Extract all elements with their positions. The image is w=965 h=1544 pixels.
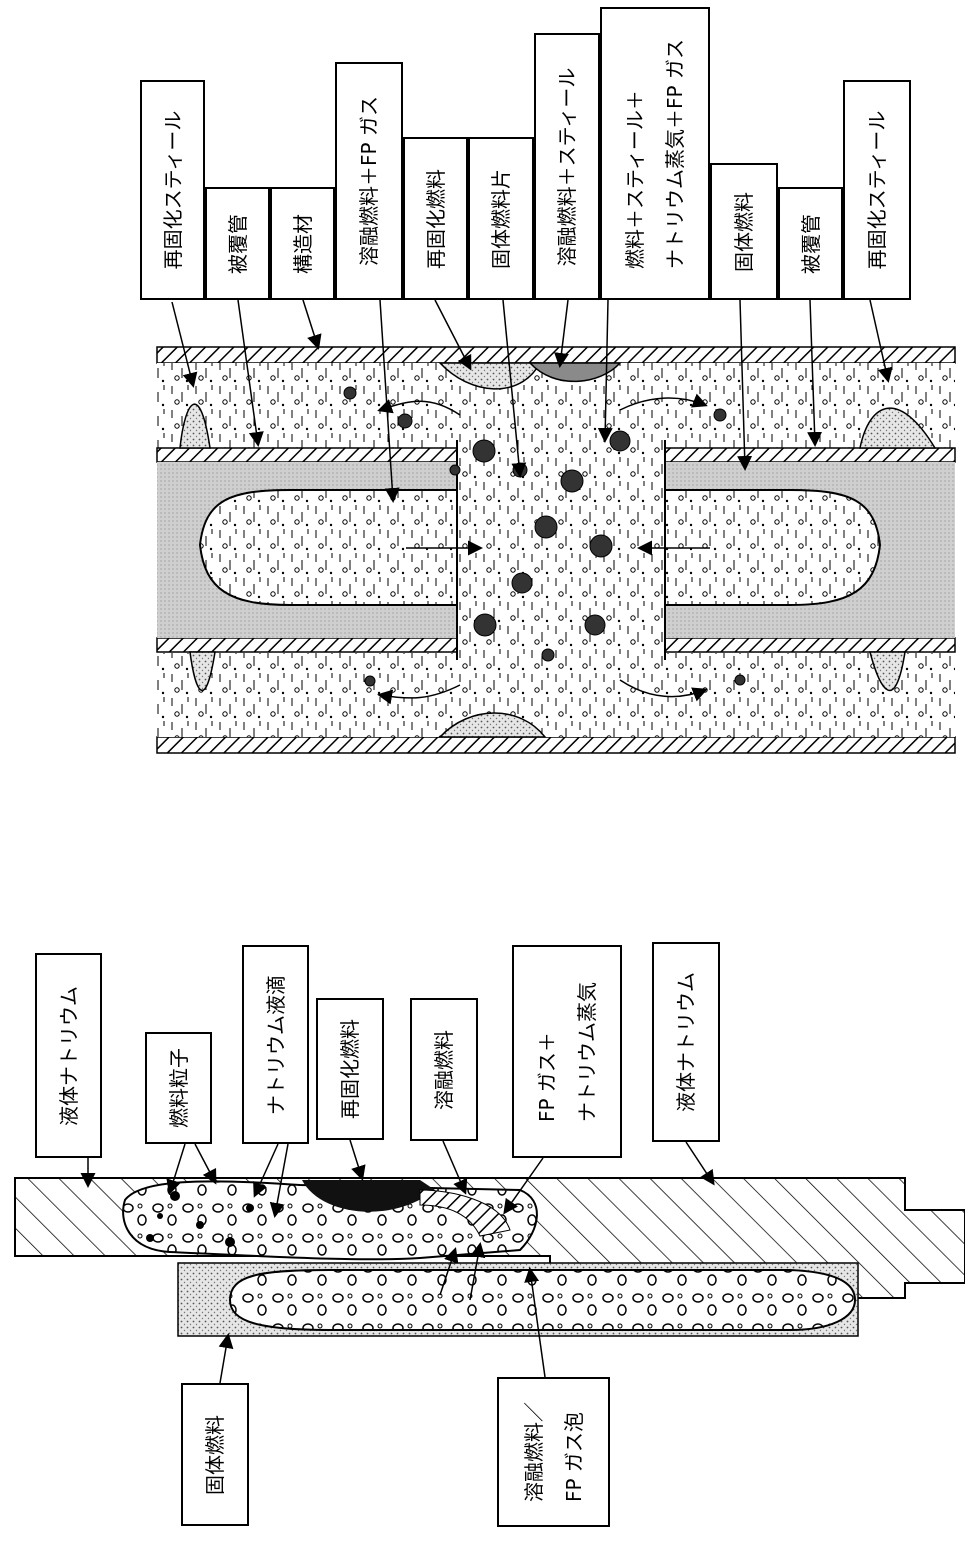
label-molten-fuel: 溶融燃料 [410, 998, 478, 1141]
label-molten-fuel-fp-bubble: 溶融燃料／FP ガス泡 [497, 1377, 610, 1527]
label-resolidified-steel-left: 再固化スティール [140, 80, 205, 300]
cladding-top-left [157, 448, 457, 462]
label-cladding-right: 被覆管 [778, 187, 843, 300]
label-fp-gas-sodium-vapor: FP ガス＋ナトリウム蒸気 [512, 945, 622, 1158]
label-liquid-sodium-left: 液体ナトリウム [35, 953, 102, 1158]
label-fuel-steel-sodium-fp: 燃料＋スティール＋ナトリウム蒸気＋FP ガス [600, 7, 710, 300]
lower-molten-core [230, 1270, 855, 1330]
label-liquid-sodium-right: 液体ナトリウム [652, 942, 720, 1142]
label-solid-fuel-fragments: 固体燃料片 [468, 137, 534, 300]
label-fuel-particles: 燃料粒子 [145, 1032, 212, 1144]
lower-diagram [15, 1140, 965, 1383]
label-refrozen-fuel-lower: 再固化燃料 [316, 998, 384, 1140]
label-solid-fuel: 固体燃料 [710, 163, 778, 300]
cladding-top-right [665, 448, 955, 462]
label-molten-fuel-steel: 溶融燃料＋スティール [534, 33, 600, 300]
upper-diagram [157, 300, 955, 753]
label-resolidified-steel-right: 再固化スティール [843, 80, 911, 300]
label-refrozen-fuel: 再固化燃料 [403, 137, 468, 300]
label-solid-fuel-lower: 固体燃料 [181, 1383, 249, 1526]
upper-wall-bottom [157, 737, 955, 753]
cladding-bottom-right [665, 638, 955, 652]
cladding-bottom-left [157, 638, 457, 652]
label-molten-fuel-fp-gas: 溶融燃料＋FP ガス [335, 62, 403, 300]
upper-wall-top [157, 347, 955, 363]
label-cladding-left: 被覆管 [205, 187, 270, 300]
label-sodium-droplets: ナトリウム液滴 [242, 945, 309, 1144]
label-structure: 構造材 [270, 187, 335, 300]
